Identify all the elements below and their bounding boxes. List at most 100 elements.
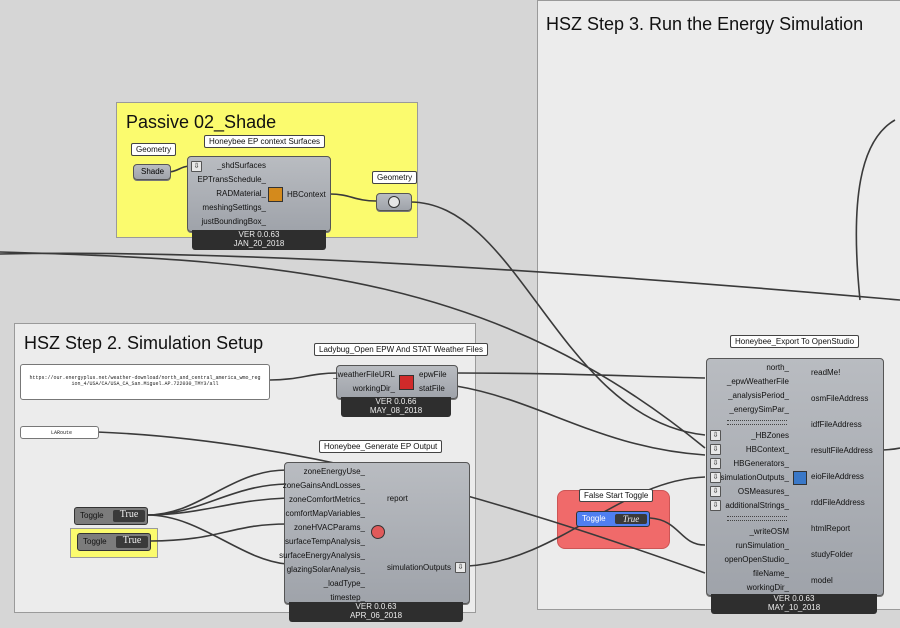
- version-label: VER 0.0.63: [355, 602, 397, 611]
- weather-caption: Ladybug_Open EPW And STAT Weather Files: [314, 343, 488, 356]
- geometry-param-2[interactable]: [376, 193, 412, 211]
- wire: [855, 119, 896, 301]
- wire: [409, 201, 706, 436]
- weather-input[interactable]: workingDir_: [352, 384, 395, 393]
- arrow-icon[interactable]: ⇩: [455, 562, 466, 573]
- export-input[interactable]: fileName_: [752, 569, 789, 578]
- toggle-label: Toggle: [582, 514, 606, 523]
- arrow-icon[interactable]: ⇩: [710, 472, 721, 483]
- export-output[interactable]: idfFileAddress: [811, 420, 862, 429]
- date-label: MAY_10_2018: [767, 603, 821, 612]
- export-input[interactable]: OSMeasures_: [737, 487, 789, 496]
- wire: [146, 469, 288, 516]
- group-step3-title: HSZ Step 3. Run the Energy Simulation: [546, 14, 864, 34]
- ep-output-input[interactable]: timestep_: [330, 593, 365, 602]
- toggle-value[interactable]: True: [615, 514, 647, 524]
- export-footer: VER 0.0.63 MAY_10_2018: [711, 594, 877, 614]
- group-passive-shade-title: Passive 02_Shade: [126, 112, 277, 132]
- ep-context-output[interactable]: HBContext: [287, 190, 326, 199]
- toggle-label: Toggle: [83, 537, 107, 546]
- ep-output-input[interactable]: surfaceTempAnalysis_: [284, 537, 365, 546]
- arrow-icon[interactable]: ⇩: [710, 458, 721, 469]
- version-label: VER 0.0.63: [238, 230, 280, 239]
- export-component[interactable]: north_ _epwWeatherFile _analysisPeriod_ …: [706, 358, 884, 596]
- ep-output-input[interactable]: zoneGainsAndLosses_: [282, 481, 365, 490]
- export-output[interactable]: readMe!: [811, 368, 841, 377]
- ep-output-input[interactable]: glazingSolarAnalysis_: [286, 565, 365, 574]
- export-input[interactable]: simulationOutputs_: [720, 473, 789, 482]
- export-input[interactable]: workingDir_: [746, 583, 789, 592]
- export-input[interactable]: _writeOSM: [749, 527, 789, 536]
- arrow-icon[interactable]: ⇩: [710, 444, 721, 455]
- export-input[interactable]: _analysisPeriod_: [728, 391, 789, 400]
- weather-component[interactable]: _weatherFileURL workingDir_ epwFile stat…: [333, 365, 458, 399]
- geometry-icon: [388, 196, 400, 208]
- export-input[interactable]: HBContext_: [745, 445, 789, 454]
- ep-output-component[interactable]: zoneEnergyUse_ zoneGainsAndLosses_ zoneC…: [279, 462, 470, 604]
- export-input[interactable]: runSimulation_: [735, 541, 789, 550]
- export-output[interactable]: eioFileAddress: [811, 472, 864, 481]
- ep-output-input[interactable]: comfortMapVariables_: [285, 509, 365, 518]
- arrow-icon[interactable]: ⇩: [710, 486, 721, 497]
- toggle-value[interactable]: True: [116, 536, 148, 548]
- ep-output-input[interactable]: zoneEnergyUse_: [303, 467, 365, 476]
- small-panel-text: LARoute: [51, 430, 73, 436]
- input-divider: [727, 516, 787, 517]
- export-output[interactable]: studyFolder: [811, 550, 853, 559]
- ep-output-input[interactable]: zoneHVACParams_: [294, 523, 365, 532]
- ep-context-component[interactable]: ⇩ _shdSurfaces EPTransSchedule_ RADMater…: [187, 156, 331, 232]
- ep-context-input[interactable]: RADMaterial_: [216, 189, 266, 198]
- url-panel[interactable]: https://our.energyplus.net/weather-downl…: [20, 364, 270, 400]
- export-input[interactable]: _epwWeatherFile: [726, 377, 789, 386]
- false-start-toggle[interactable]: Toggle True: [576, 511, 650, 527]
- geometry-param-caption: Geometry: [131, 143, 177, 156]
- ep-output-caption: Honeybee_Generate EP Output: [319, 440, 443, 453]
- ep-output-output[interactable]: report: [387, 494, 408, 503]
- geometry-param-label: Shade: [141, 167, 165, 176]
- wire: [0, 251, 706, 449]
- ep-output-footer: VER 0.0.63 APR_06_2018: [289, 602, 463, 622]
- weather-input[interactable]: _weatherFileURL: [333, 370, 395, 379]
- export-input[interactable]: openOpenStudio_: [724, 555, 790, 564]
- wire: [0, 252, 900, 301]
- geometry-param-shade[interactable]: Shade: [133, 164, 171, 180]
- arrow-icon[interactable]: ⇩: [191, 161, 202, 172]
- ep-context-caption: Honeybee EP context Surfaces: [204, 135, 326, 148]
- export-input[interactable]: _energySimPar_: [729, 405, 789, 414]
- export-input[interactable]: north_: [766, 363, 789, 372]
- export-output[interactable]: model: [811, 576, 833, 585]
- input-divider: [727, 520, 787, 521]
- ep-output-output[interactable]: simulationOutputs: [387, 563, 452, 572]
- boolean-toggle[interactable]: Toggle True: [74, 507, 148, 525]
- ep-output-input[interactable]: surfaceEnergyAnalysis_: [279, 551, 365, 560]
- date-label: APR_06_2018: [349, 611, 403, 620]
- export-output[interactable]: htmlReport: [811, 524, 851, 533]
- honeybee-output-icon: [371, 525, 385, 539]
- wire: [649, 517, 706, 546]
- arrow-icon[interactable]: ⇩: [710, 500, 721, 511]
- export-output[interactable]: rddFileAddress: [811, 498, 865, 507]
- export-input[interactable]: HBGenerators_: [733, 459, 789, 468]
- export-output[interactable]: osmFileAddress: [811, 394, 869, 403]
- weather-output[interactable]: epwFile: [419, 370, 447, 379]
- export-output[interactable]: resultFileAddress: [811, 446, 873, 455]
- ep-context-input[interactable]: EPTransSchedule_: [197, 175, 266, 184]
- ep-output-input[interactable]: _loadType_: [323, 579, 365, 588]
- export-input[interactable]: additionalStrings_: [725, 501, 789, 510]
- ep-context-input[interactable]: _shdSurfaces: [217, 161, 266, 170]
- arrow-icon[interactable]: ⇩: [710, 430, 721, 441]
- toggle-value[interactable]: True: [113, 510, 145, 522]
- small-panel[interactable]: LARoute: [20, 426, 99, 439]
- weather-output[interactable]: statFile: [419, 384, 445, 393]
- wire: [146, 514, 288, 565]
- export-input[interactable]: _HBZones: [751, 431, 789, 440]
- ep-output-input[interactable]: zoneComfortMetrics_: [288, 495, 365, 504]
- version-label: VER 0.0.66: [375, 397, 417, 406]
- wire: [269, 372, 338, 381]
- boolean-toggle[interactable]: Toggle True: [77, 533, 151, 551]
- ep-context-input[interactable]: justBoundingBox_: [201, 217, 267, 226]
- ep-context-footer: VER 0.0.63 JAN_20_2018: [192, 230, 326, 250]
- ep-context-input[interactable]: meshingSettings_: [202, 203, 266, 212]
- wire: [455, 372, 706, 379]
- geometry-param-2-caption: Geometry: [372, 171, 418, 184]
